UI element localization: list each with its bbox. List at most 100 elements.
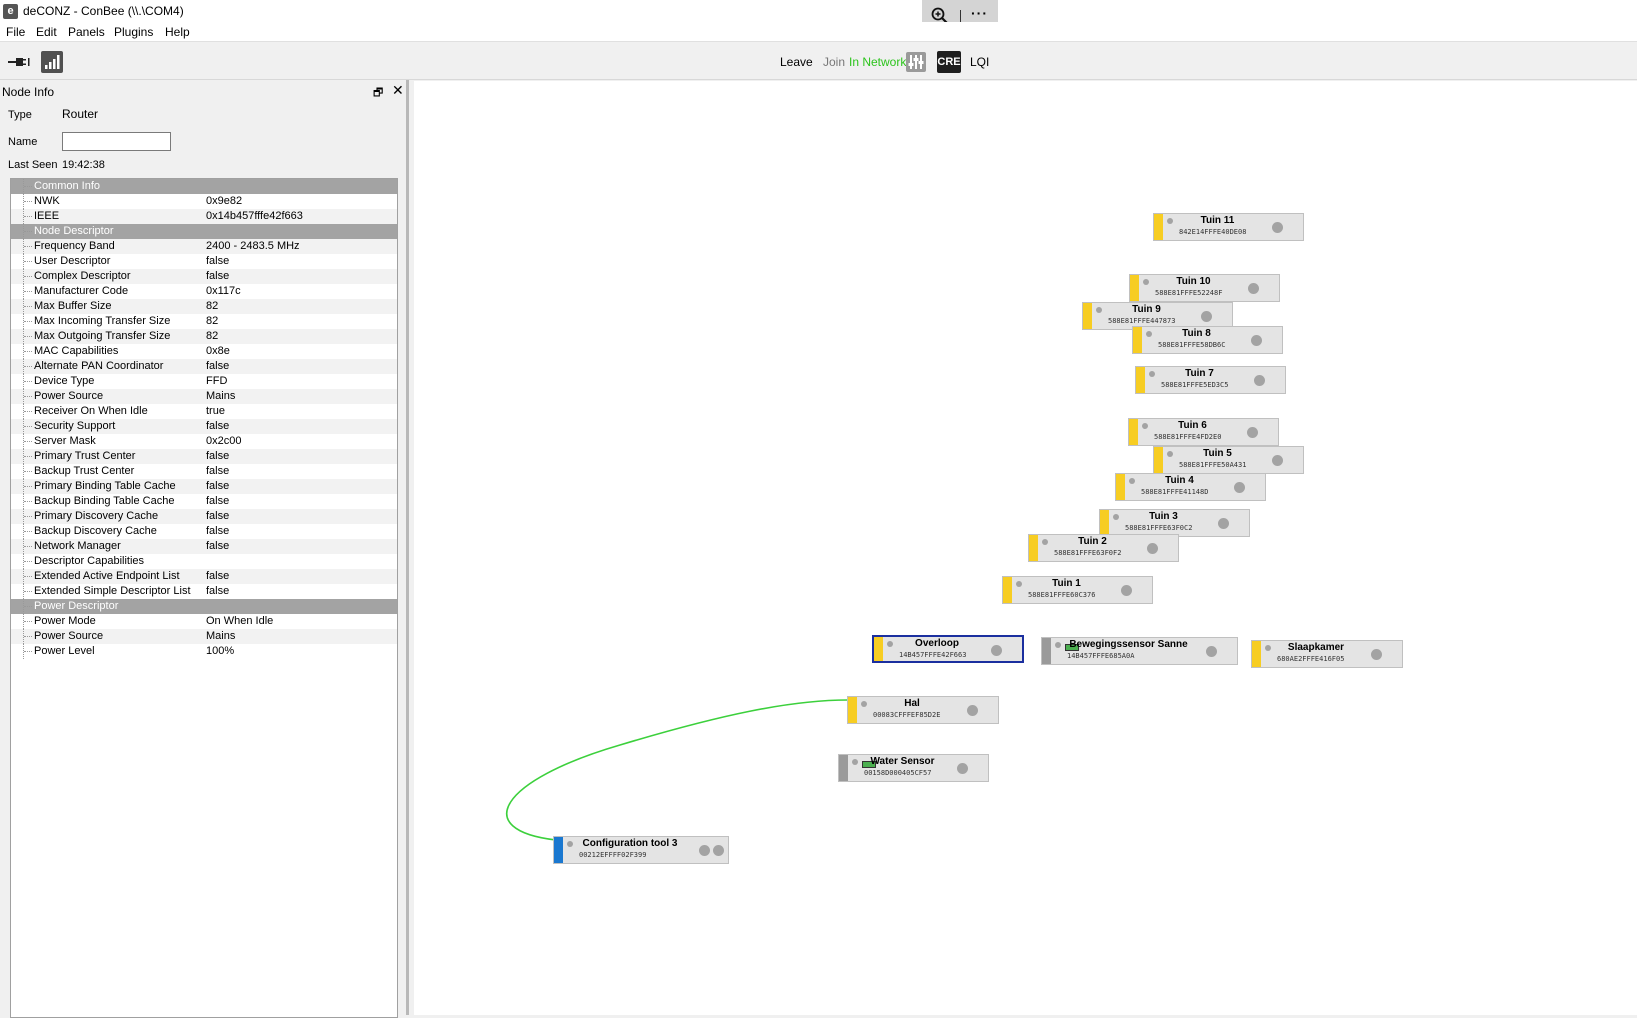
tree-branch (23, 284, 33, 299)
tree-branch (23, 434, 33, 449)
property-value: false (206, 360, 230, 372)
endpoint-dot-icon[interactable] (1371, 649, 1382, 660)
endpoint-dot-icon[interactable] (699, 845, 710, 856)
tree-branch (23, 509, 33, 524)
node-name: Tuin 5 (1203, 448, 1232, 459)
endpoint-dot-icon[interactable] (967, 705, 978, 716)
property-section[interactable]: Common Info (11, 179, 397, 194)
node-type-bar (1130, 275, 1139, 301)
leave-button[interactable]: Leave (780, 55, 813, 69)
name-field[interactable] (62, 132, 171, 151)
close-panel-icon[interactable]: ✕ (392, 82, 404, 98)
endpoint-dot-icon[interactable] (1201, 311, 1212, 322)
endpoint-dot-icon[interactable] (991, 645, 1002, 656)
menu-file[interactable]: File (6, 25, 26, 39)
endpoint-dot-icon[interactable] (1272, 222, 1283, 233)
tree-branch (23, 179, 33, 194)
property-value: false (206, 465, 230, 477)
menu-plugins[interactable]: Plugins (114, 25, 154, 39)
float-panel-icon[interactable]: 🗗 (373, 87, 384, 99)
endpoint-dot-icon[interactable] (1248, 283, 1259, 294)
property-row[interactable]: Alternate PAN Coordinator false (11, 359, 397, 374)
node-name: Overloop (915, 638, 959, 649)
status-led-icon (1016, 581, 1022, 587)
menu-edit[interactable]: Edit (36, 25, 57, 39)
endpoint-dot-icon[interactable] (1247, 427, 1258, 438)
endpoint-dot-icon[interactable] (1272, 455, 1283, 466)
endpoint-dot-icon[interactable] (1218, 518, 1229, 529)
endpoint-dot-icon[interactable] (957, 763, 968, 774)
join-button[interactable]: Join (823, 55, 846, 69)
equalizer-icon[interactable] (906, 52, 926, 72)
tree-branch (23, 239, 33, 254)
panel-splitter[interactable] (406, 80, 409, 1015)
endpoint-dot-icon[interactable] (713, 845, 724, 856)
endpoint-dot-icon[interactable] (1251, 335, 1262, 346)
endpoint-dot-icon[interactable] (1147, 543, 1158, 554)
lqi-button[interactable]: LQI (970, 55, 990, 69)
property-section[interactable]: Power Descriptor (11, 599, 397, 614)
endpoint-dot-icon[interactable] (1254, 375, 1265, 386)
endpoint-dot-icon[interactable] (1206, 646, 1217, 657)
plug-icon[interactable] (8, 57, 30, 67)
network-canvas[interactable] (414, 81, 1637, 1015)
menu-help[interactable]: Help (165, 25, 190, 39)
signal-strength-icon[interactable] (41, 51, 63, 73)
property-key: Max Outgoing Transfer Size (34, 330, 171, 342)
endpoint-dot-icon[interactable] (1121, 585, 1132, 596)
cre-button[interactable]: CRE (937, 51, 961, 73)
property-key: Alternate PAN Coordinator (34, 360, 164, 372)
property-value: false (206, 510, 230, 522)
endpoint-dot-icon[interactable] (1234, 482, 1245, 493)
property-section[interactable]: Node Descriptor (11, 224, 397, 239)
property-row[interactable]: Descriptor Capabilities (11, 554, 397, 569)
menu-panels[interactable]: Panels (68, 25, 105, 39)
more-icon[interactable]: ··· (971, 5, 988, 21)
